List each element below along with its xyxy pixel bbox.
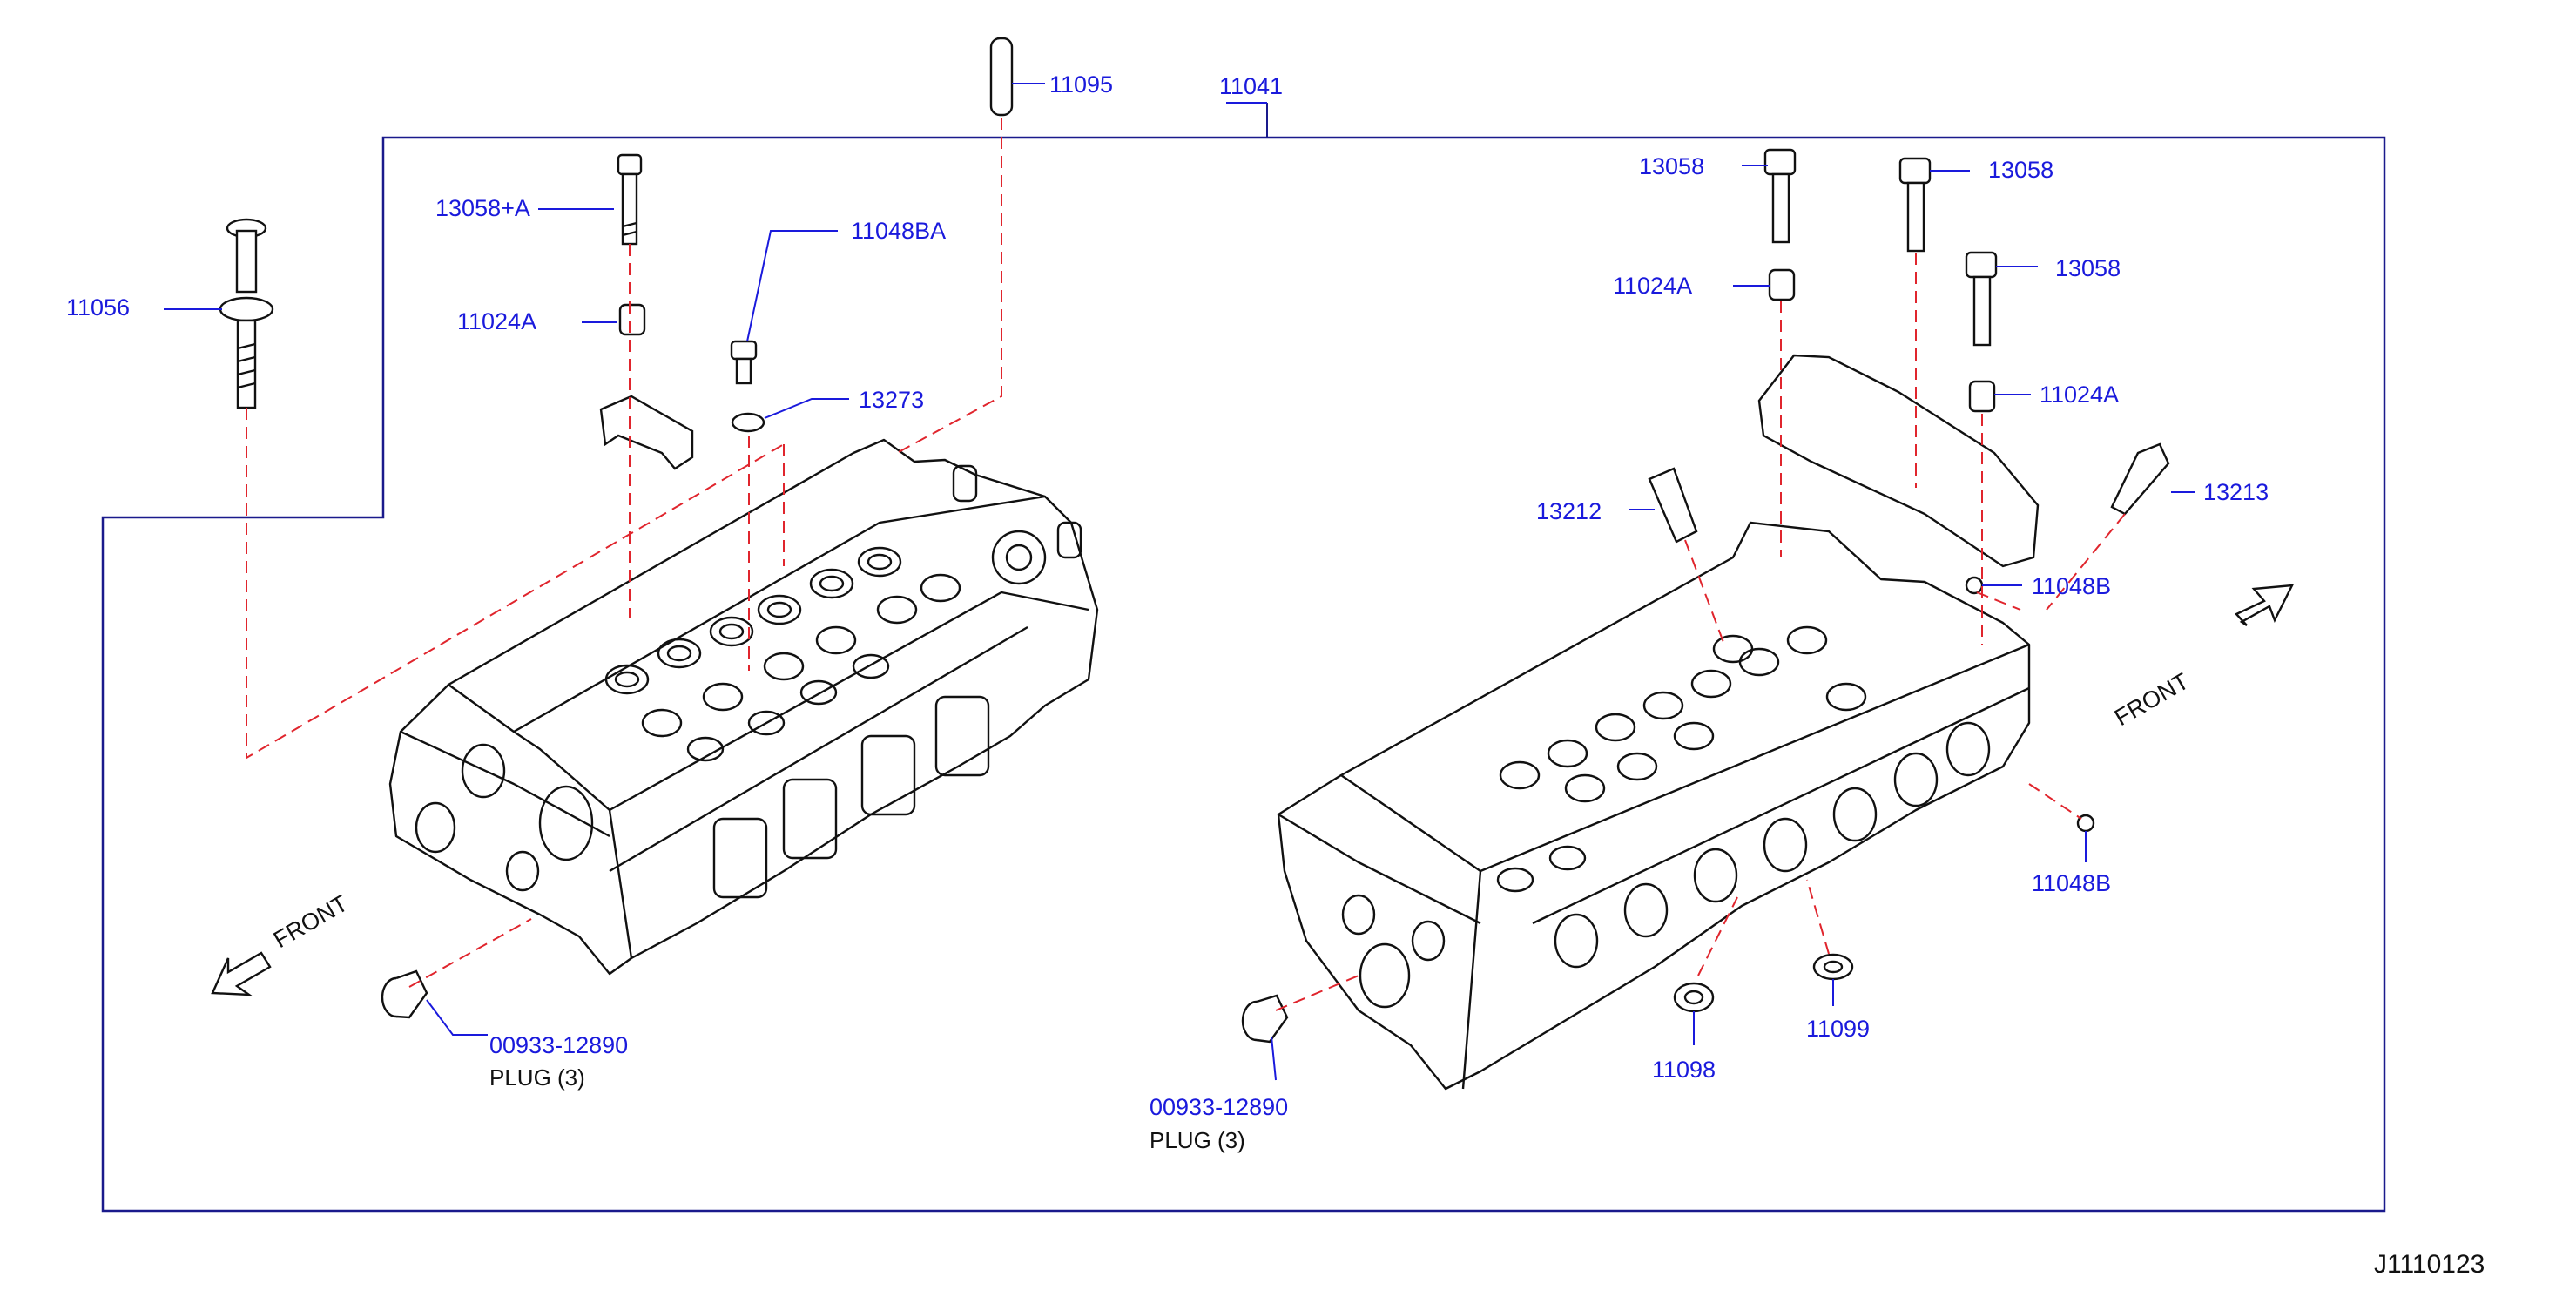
label-13273: 13273 <box>859 387 925 413</box>
part-11048ba-plug <box>730 340 758 385</box>
label-11099: 11099 <box>1806 1016 1871 1042</box>
part-13058a-bolt <box>617 153 643 246</box>
part-11099-seal <box>1812 953 1854 981</box>
plug-qty-left: PLUG (3) <box>489 1064 585 1091</box>
part-13058-bolt-r3 <box>1965 251 1998 347</box>
leader-lines <box>164 83 2195 1081</box>
label-11024a-r1: 11024A <box>1613 273 1693 299</box>
right-cylinder-head <box>1277 521 2031 1091</box>
label-11041: 11041 <box>1219 73 1284 99</box>
part-13212-sleeve <box>1648 467 1698 544</box>
label-11095: 11095 <box>1049 71 1114 98</box>
label-11048ba: 11048BA <box>851 218 947 244</box>
part-11098-seal <box>1673 982 1715 1013</box>
part-13213-sleeve <box>2110 442 2170 516</box>
part-13058-bolt-r2 <box>1898 157 1932 253</box>
bracket-right <box>1757 354 2040 568</box>
front-arrow-right <box>2235 584 2295 626</box>
part-11024a-collar-r2 <box>1968 380 1996 413</box>
dashed-guides <box>246 118 2126 1011</box>
bracket-left <box>599 395 694 470</box>
label-11056: 11056 <box>66 294 131 321</box>
part-13058-bolt-r1 <box>1763 148 1797 244</box>
label-13212: 13212 <box>1536 498 1602 524</box>
plug-qty-right: PLUG (3) <box>1150 1127 1245 1153</box>
label-13058-r1: 13058 <box>1639 153 1705 179</box>
part-11056-bolt <box>219 218 274 409</box>
label-13058a-left: 13058+A <box>435 195 530 221</box>
diagram-code: J1110123 <box>2374 1250 2485 1279</box>
part-11095-dowel <box>989 37 1014 117</box>
label-11024a-left: 11024A <box>457 308 537 334</box>
part-00933-plug-right <box>1241 994 1289 1044</box>
part-13273-washer <box>731 412 765 433</box>
label-11048b-top: 11048B <box>2032 573 2112 599</box>
part-00933-plug-left <box>381 969 428 1019</box>
label-11048b-bottom: 11048B <box>2032 870 2112 896</box>
front-arrow-left <box>211 951 272 996</box>
label-11098: 11098 <box>1652 1057 1716 1083</box>
label-13058-r2: 13058 <box>1988 157 2054 183</box>
label-11024a-r2: 11024A <box>2040 382 2120 408</box>
label-00933-left: 00933-12890 <box>489 1032 629 1058</box>
part-11024a-collar-left <box>618 303 646 336</box>
label-00933-right: 00933-12890 <box>1150 1094 1289 1120</box>
left-cylinder-head <box>388 438 1099 976</box>
label-13058-r3: 13058 <box>2055 255 2121 281</box>
assembly-frame <box>101 136 2386 1213</box>
part-11024a-collar-r1 <box>1768 268 1796 301</box>
label-13213: 13213 <box>2203 479 2269 505</box>
part-11048b-ball-top <box>1965 576 1984 595</box>
